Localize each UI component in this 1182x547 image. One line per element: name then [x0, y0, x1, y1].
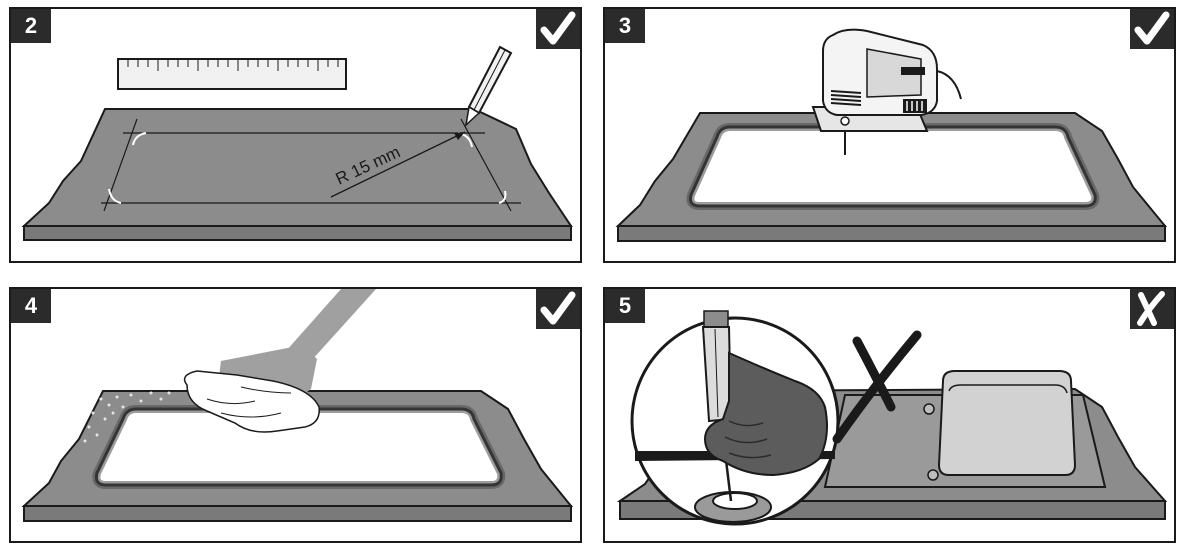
sawdust [83, 391, 171, 443]
jigsaw-icon [811, 28, 962, 155]
check-icon [1130, 9, 1174, 49]
hand-with-cloth-icon [183, 289, 376, 433]
step-number: 4 [11, 289, 51, 323]
worktop-edge [23, 505, 572, 522]
step-3-panel: 3 [603, 7, 1176, 263]
cleaning-illustration [21, 289, 574, 522]
worktop-edge [23, 225, 572, 241]
check-icon [536, 289, 580, 329]
radius-arrow [330, 131, 466, 198]
step-number: 3 [605, 9, 645, 43]
check-icon [536, 9, 580, 49]
pencil-icon [464, 45, 513, 128]
cutout-marking [101, 118, 521, 212]
wrong-cross-icon [832, 330, 922, 444]
cross-icon [1130, 289, 1174, 329]
hand [703, 351, 828, 477]
step-5-panel: 5 [603, 287, 1176, 543]
sawing-illustration [615, 28, 1168, 242]
step-number: 2 [11, 9, 51, 43]
worktop [21, 108, 573, 227]
screwdriver-icon [701, 310, 733, 502]
appliance-box [937, 370, 1077, 476]
cutout-opening [688, 125, 1097, 208]
ruler-icon [117, 58, 347, 90]
worktop-edge [617, 225, 1166, 242]
marking-illustration: R 15 mm [21, 45, 573, 241]
step-number: 5 [605, 289, 645, 323]
magnifier-detail [630, 310, 840, 526]
incorrect-fixing-illustration [616, 310, 1168, 526]
step-2-panel: 2 R 15 mm [9, 7, 582, 263]
step-4-panel: 4 [9, 287, 582, 543]
